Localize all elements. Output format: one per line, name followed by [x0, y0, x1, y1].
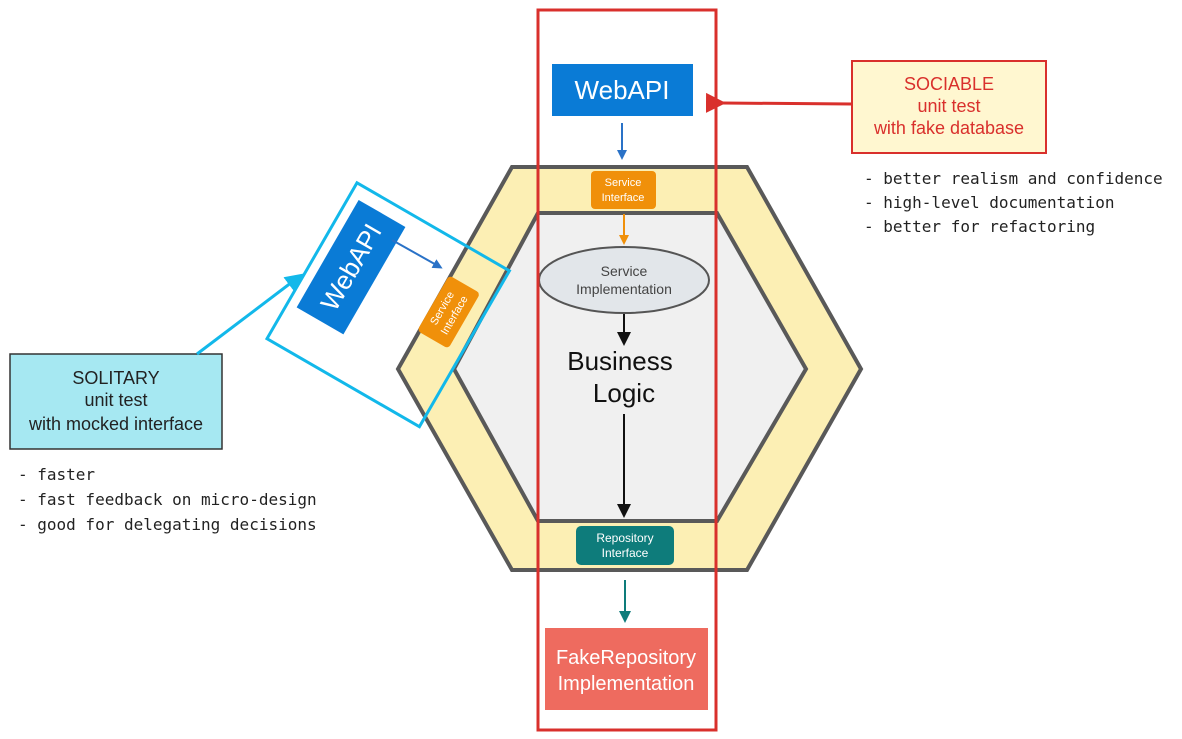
sociable-bullet-3: - better for refactoring — [864, 217, 1095, 236]
solitary-callout — [9, 353, 223, 450]
fake-repository-line2: Implementation — [558, 673, 695, 695]
service-interface-top-line2: Interface — [602, 192, 645, 204]
sociable-test-boundary — [536, 8, 718, 732]
fake-repository — [545, 628, 708, 710]
business-logic-line1: Business — [567, 346, 673, 376]
webapi-side-box — [296, 199, 406, 335]
sociable-title: SOCIABLE — [904, 74, 994, 94]
solitary-title: SOLITARY — [72, 368, 159, 388]
solitary-test-boundary — [264, 180, 512, 429]
sociable-callout — [851, 60, 1047, 154]
service-interface-top-line1: Service — [605, 177, 642, 189]
solitary-bullet-2: - fast feedback on micro-design — [18, 490, 317, 509]
solitary-line3: with mocked interface — [28, 414, 203, 434]
repository-interface-line1: Repository — [596, 531, 653, 545]
side-webapi-arrow — [391, 239, 443, 269]
fake-repository-line1: FakeRepository — [556, 647, 696, 669]
solitary-bullet-1: - faster — [18, 465, 95, 484]
sociable-bullet-1: - better realism and confidence — [864, 169, 1163, 188]
service-implementation-line2: Implementation — [576, 281, 672, 297]
sociable-arrow — [705, 92, 853, 113]
webapi-top-box — [552, 64, 693, 116]
sociable-line3: with fake database — [873, 118, 1024, 138]
repository-interface-line2: Interface — [602, 546, 649, 560]
solitary-arrow — [196, 273, 304, 356]
solitary-bullet-3: - good for delegating decisions — [18, 515, 317, 534]
service-interface-top — [591, 171, 656, 209]
repository-interface — [576, 526, 674, 565]
service-interface-side — [418, 276, 479, 348]
service-implementation — [538, 246, 710, 314]
sociable-line2: unit test — [917, 96, 980, 116]
service-implementation-line1: Service — [601, 263, 648, 279]
solitary-line2: unit test — [84, 390, 147, 410]
business-logic-line2: Logic — [593, 378, 655, 408]
webapi-top-label: WebAPI — [575, 75, 670, 105]
sociable-bullet-2: - high-level documentation — [864, 193, 1114, 212]
